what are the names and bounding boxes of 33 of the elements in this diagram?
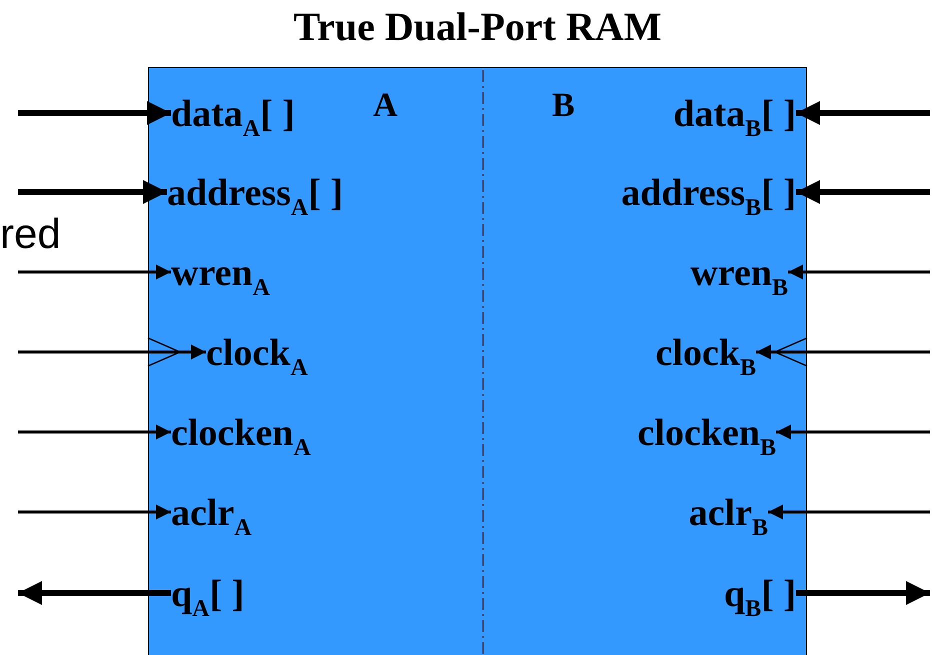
pin-label: address$_{A}$[ ] <box>167 171 344 215</box>
arrow <box>756 344 930 360</box>
pin-label: clock$_{B}$ <box>656 331 756 375</box>
arrow <box>18 264 171 280</box>
ram-block <box>148 67 807 655</box>
pin-label: q$_{B}$[ ] <box>724 572 796 616</box>
pin-label: data$_{A}$[ ] <box>171 92 295 136</box>
pin-label: address$_{B}$[ ] <box>621 171 796 215</box>
port-label: A <box>373 86 398 126</box>
pin-label: wren$_{B}$ <box>690 251 788 295</box>
pin-label: clock$_{A}$ <box>206 331 308 375</box>
arrow <box>796 101 930 125</box>
pin-label: aclr$_{B}$ <box>688 491 768 535</box>
arrow <box>18 424 171 440</box>
port-label: B <box>552 86 575 126</box>
arrow <box>776 424 930 440</box>
side-note: red <box>0 212 61 256</box>
arrow <box>768 504 930 520</box>
arrow <box>18 180 167 204</box>
arrow <box>788 264 930 280</box>
block-title: True Dual-Port RAM <box>148 2 807 52</box>
arrow <box>18 504 171 520</box>
pin-label: aclr$_{A}$ <box>171 491 252 535</box>
pin-label: wren$_{A}$ <box>171 251 270 295</box>
pin-label: clocken$_{B}$ <box>638 411 776 455</box>
pin-label: q$_{A}$[ ] <box>171 572 244 616</box>
pin-label: clocken$_{A}$ <box>171 411 311 455</box>
pin-label: data$_{B}$[ ] <box>673 92 796 136</box>
arrow <box>18 101 171 125</box>
arrow <box>796 581 930 605</box>
arrow <box>796 180 930 204</box>
arrow <box>18 344 206 360</box>
arrow <box>18 581 171 605</box>
